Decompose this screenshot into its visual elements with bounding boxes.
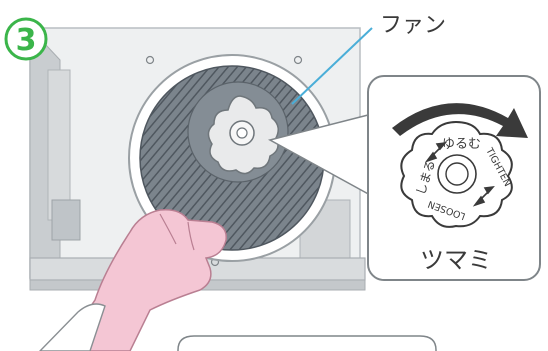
step-badge: 3 — [6, 19, 46, 59]
knob-label: ツマミ — [420, 246, 492, 274]
knob-zoom-panel: ゆるむ しまる TIGHTEN LOOSEN ツマミ — [368, 76, 540, 280]
fan-label: ファン — [380, 13, 446, 38]
loosen-jp-label: ゆるむ — [442, 137, 481, 152]
next-step-frame — [178, 336, 436, 351]
step-number: 3 — [16, 23, 37, 58]
